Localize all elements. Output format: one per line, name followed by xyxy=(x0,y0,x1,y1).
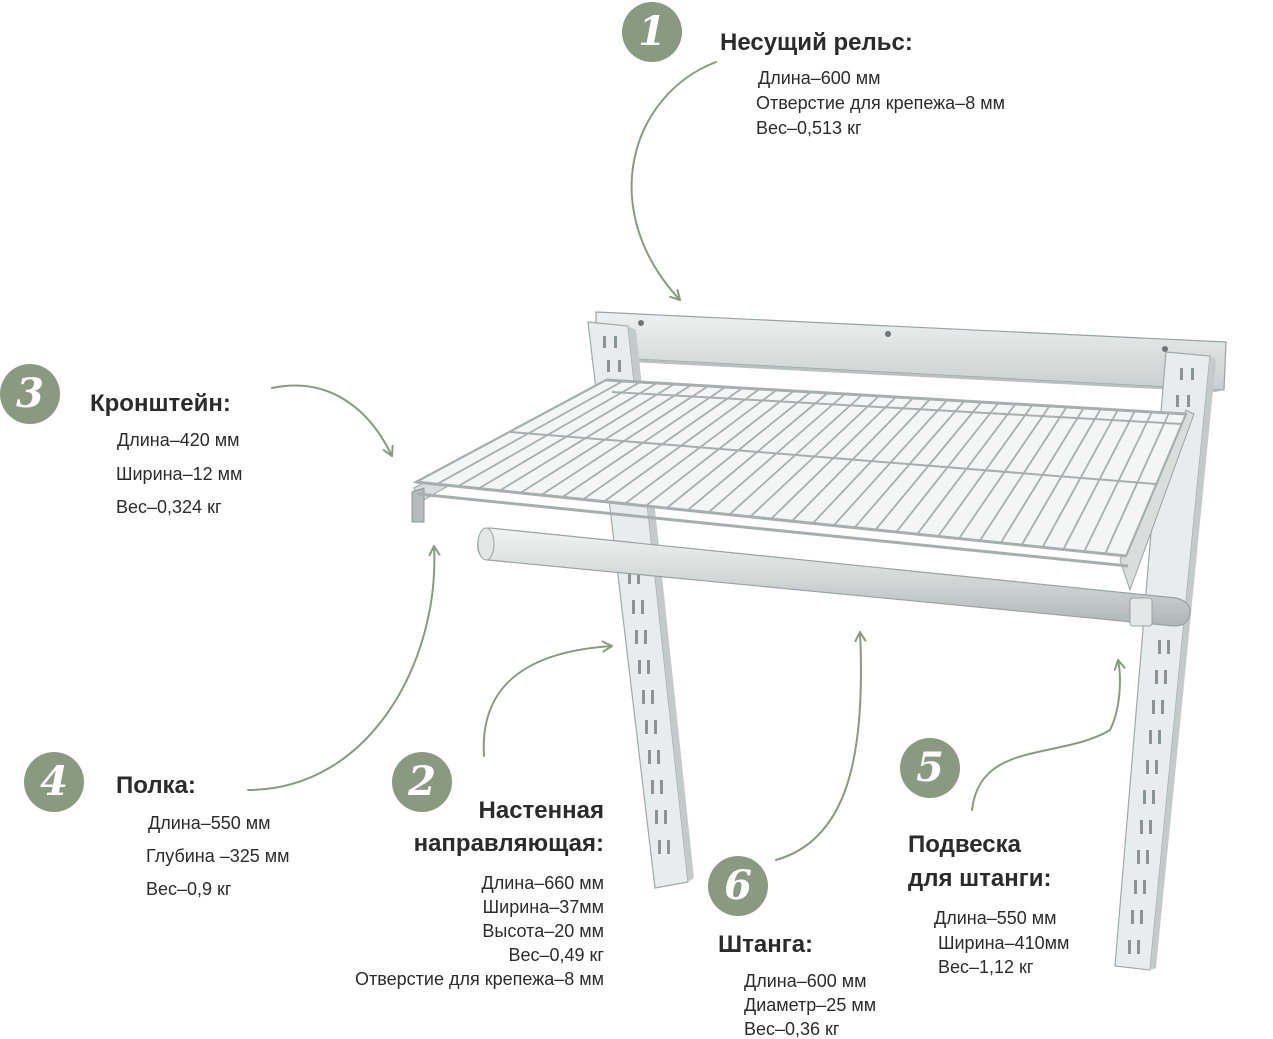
spec-upright-hole: Отверстие для крепежа–8 мм xyxy=(355,969,604,989)
title-wall-upright-line1: Настенная xyxy=(478,797,604,824)
spec-bracket-weight: Вес–0,324 кг xyxy=(116,497,222,517)
spec-hanger-length: Длина–550 мм xyxy=(934,908,1057,928)
bearing-rail xyxy=(590,311,1227,392)
right-wall-upright xyxy=(1114,351,1216,971)
badge-4: 4 xyxy=(24,752,84,812)
shelf-wire xyxy=(415,379,607,483)
shelf-wire xyxy=(937,404,1034,537)
shelf-wire xyxy=(645,390,795,507)
title-shelf: Полка: xyxy=(116,772,196,799)
shelf-wire xyxy=(519,384,692,494)
shelf-wire xyxy=(895,402,1000,533)
shelf-wire xyxy=(707,393,846,514)
shelf-wire xyxy=(582,387,743,501)
shelf-wire xyxy=(624,389,778,505)
shelf-wire xyxy=(686,392,829,511)
shelf-wire xyxy=(999,407,1085,544)
arrow-1 xyxy=(630,61,717,301)
spec-shelf-depth: Глубина –325 мм xyxy=(146,846,290,866)
shelf-wire xyxy=(832,399,948,527)
spec-shelf-weight: Вес–0,9 кг xyxy=(146,879,232,899)
arrow-3 xyxy=(271,384,394,457)
spec-upright-length: Длина–660 мм xyxy=(481,873,605,893)
spec-bracket-length: Длина–420 мм xyxy=(117,430,240,450)
spec-rail-hole: Отверстие для крепежа–8 мм xyxy=(756,93,1005,113)
spec-rod-length: Длина–600 мм xyxy=(744,971,867,991)
shelf-wire xyxy=(958,405,1051,540)
shelf-wire xyxy=(436,380,624,485)
spec-shelf-length: Длина–550 мм xyxy=(148,813,271,833)
shelf-wire xyxy=(791,397,914,522)
arrow-5 xyxy=(971,659,1126,811)
spec-rod-weight: Вес–0,36 кг xyxy=(744,1019,840,1039)
spec-hanger-width: Ширина–410мм xyxy=(938,933,1070,953)
shelf-wire xyxy=(874,401,982,531)
badge-3: 3 xyxy=(0,364,60,424)
shelf-wire xyxy=(1062,410,1136,550)
shelf-wire xyxy=(1125,413,1187,557)
shelf-wire xyxy=(1083,411,1153,553)
shelf-wire xyxy=(478,382,658,490)
shelf-wire xyxy=(1041,409,1119,548)
shelf-wire xyxy=(1020,408,1102,546)
title-rod-hanger-line1: Подвеска xyxy=(908,831,1022,858)
shelf-wire xyxy=(812,398,931,524)
spec-upright-width: Ширина–37мм xyxy=(482,897,604,917)
spec-hanger-weight: Вес–1,12 кг xyxy=(938,957,1034,977)
shelf-wire xyxy=(603,388,761,503)
shelf-wire xyxy=(770,396,897,520)
badge-6: 6 xyxy=(708,856,768,916)
shelf-wire xyxy=(728,394,863,516)
hanging-rod xyxy=(477,527,1191,627)
badge-5: 5 xyxy=(900,738,960,798)
title-rod-hanger-line2: для штанги: xyxy=(908,865,1052,892)
callout-arrows xyxy=(247,61,1126,861)
arrow-4 xyxy=(247,545,441,791)
shelf-wire xyxy=(1104,412,1170,555)
shelf-wire xyxy=(979,406,1068,542)
spec-upright-height: Высота–20 мм xyxy=(482,921,604,941)
title-bracket: Кронштейн: xyxy=(90,390,231,417)
spec-rail-weight: Вес–0,513 кг xyxy=(756,118,862,138)
shelf-wire xyxy=(499,383,675,492)
arrow-6 xyxy=(775,631,867,861)
spec-bracket-width: Ширина–12 мм xyxy=(116,464,243,484)
shelf-wire xyxy=(666,391,812,509)
title-bearing-rail: Несущий рельс: xyxy=(720,29,913,56)
wire-shelf xyxy=(412,378,1188,568)
shelf-wire xyxy=(853,400,965,529)
shelf-wire xyxy=(457,381,641,488)
title-wall-upright-line2: направляющая: xyxy=(413,830,604,857)
spec-rail-length: Длина–600 мм xyxy=(758,68,881,88)
badge-1: 1 xyxy=(622,2,682,62)
shelf-wire xyxy=(561,386,726,498)
spec-upright-weight: Вес–0,49 кг xyxy=(508,945,604,965)
shelf-wire xyxy=(540,385,709,496)
badge-2: 2 xyxy=(392,752,452,812)
shelf-wire xyxy=(916,403,1017,535)
title-rod: Штанга: xyxy=(718,931,814,958)
shelf-wire xyxy=(749,395,880,518)
spec-rod-diameter: Диаметр–25 мм xyxy=(744,995,877,1015)
arrow-2 xyxy=(482,640,613,757)
